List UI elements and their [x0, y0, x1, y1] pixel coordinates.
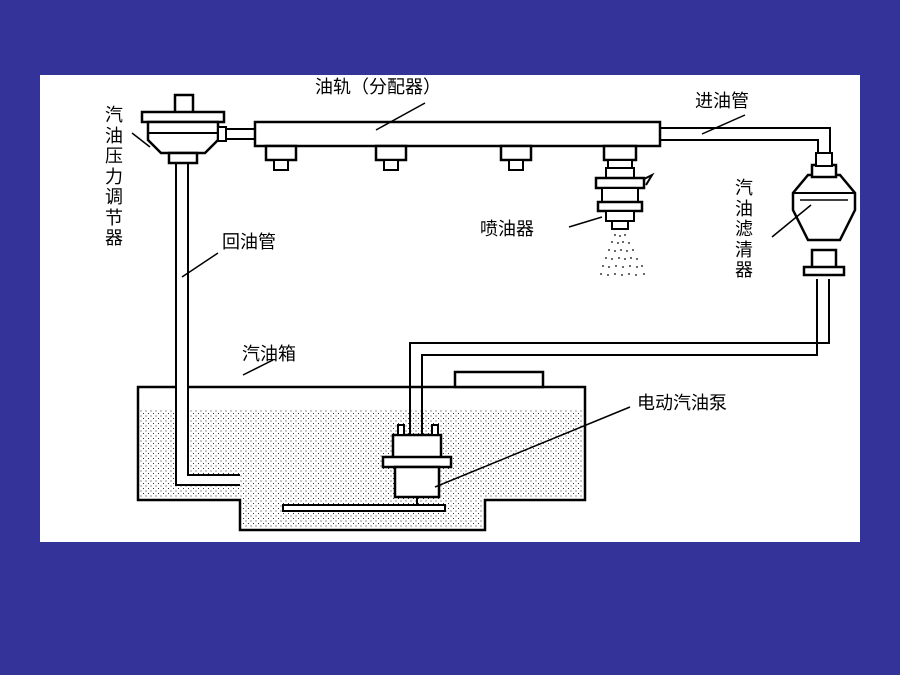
fuel-system-diagram: [131, 93, 857, 532]
label-fuel-filter: 汽油滤清器: [735, 178, 753, 281]
label-fuel-injector: 喷油器: [480, 219, 534, 240]
leader-fuel-tank: [242, 359, 274, 376]
label-fuel-rail: 油轨（分配器）: [315, 77, 441, 98]
fuel-rail: [220, 120, 662, 171]
return-pipe: [175, 161, 240, 486]
leader-electric-pump: [434, 406, 631, 488]
leader-inlet-pipe: [701, 114, 746, 135]
supply-pipe: [409, 279, 830, 435]
rail-nozzle: [374, 144, 408, 171]
leader-lines: [131, 102, 812, 488]
rail-nozzle: [264, 144, 298, 171]
fuel-injector: [594, 144, 655, 276]
leader-fuel-injector: [568, 216, 603, 228]
inlet-pipe: [660, 127, 831, 153]
label-return-pipe: 回油管: [222, 232, 276, 253]
leader-pressure-regulator: [131, 132, 151, 148]
fuel-filter: [791, 152, 857, 277]
label-pressure-regulator: 汽油压力调节器: [105, 105, 123, 249]
leader-fuel-rail: [375, 102, 426, 131]
rail-nozzle: [499, 144, 533, 171]
leader-return-pipe: [181, 252, 219, 278]
electric-fuel-pump: [381, 424, 453, 505]
fuel-tank: [136, 370, 587, 532]
label-inlet-pipe: 进油管: [695, 91, 749, 112]
fuel-spray: [600, 234, 645, 276]
label-fuel-tank: 汽油箱: [242, 344, 296, 365]
fuel-pressure-regulator: [140, 93, 227, 165]
label-electric-pump: 电动汽油泵: [637, 393, 727, 414]
diagram-panel: 油轨（分配器） 进油管 汽油压力调节器 回油管 喷油器 汽油滤清器 汽油箱 电动…: [40, 75, 860, 542]
leader-fuel-filter: [771, 204, 812, 238]
